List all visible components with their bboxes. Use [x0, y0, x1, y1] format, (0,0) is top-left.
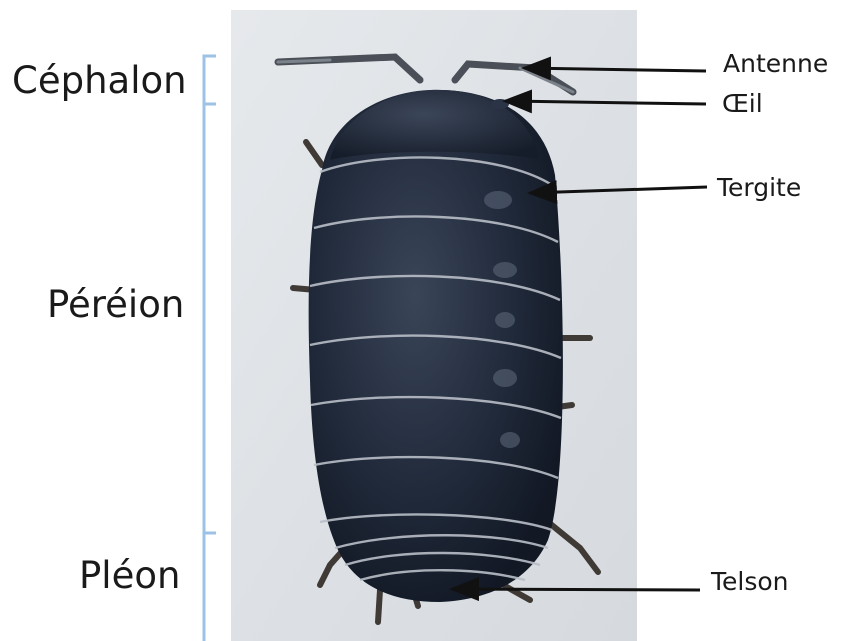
label-cephalon: Céphalon	[12, 62, 187, 99]
label-pereion: Péréion	[47, 286, 184, 323]
arrow-telson	[452, 589, 700, 590]
label-telson: Telson	[711, 569, 789, 594]
bracket-pleon	[204, 533, 216, 641]
bracket-cephalon	[204, 56, 216, 104]
segment-brackets	[204, 56, 216, 641]
label-tergite: Tergite	[717, 175, 801, 200]
label-pleon: Pléon	[79, 557, 180, 594]
label-antenna: Antenne	[723, 51, 828, 76]
bracket-pereion	[204, 104, 216, 533]
label-eye: Œil	[722, 91, 763, 116]
